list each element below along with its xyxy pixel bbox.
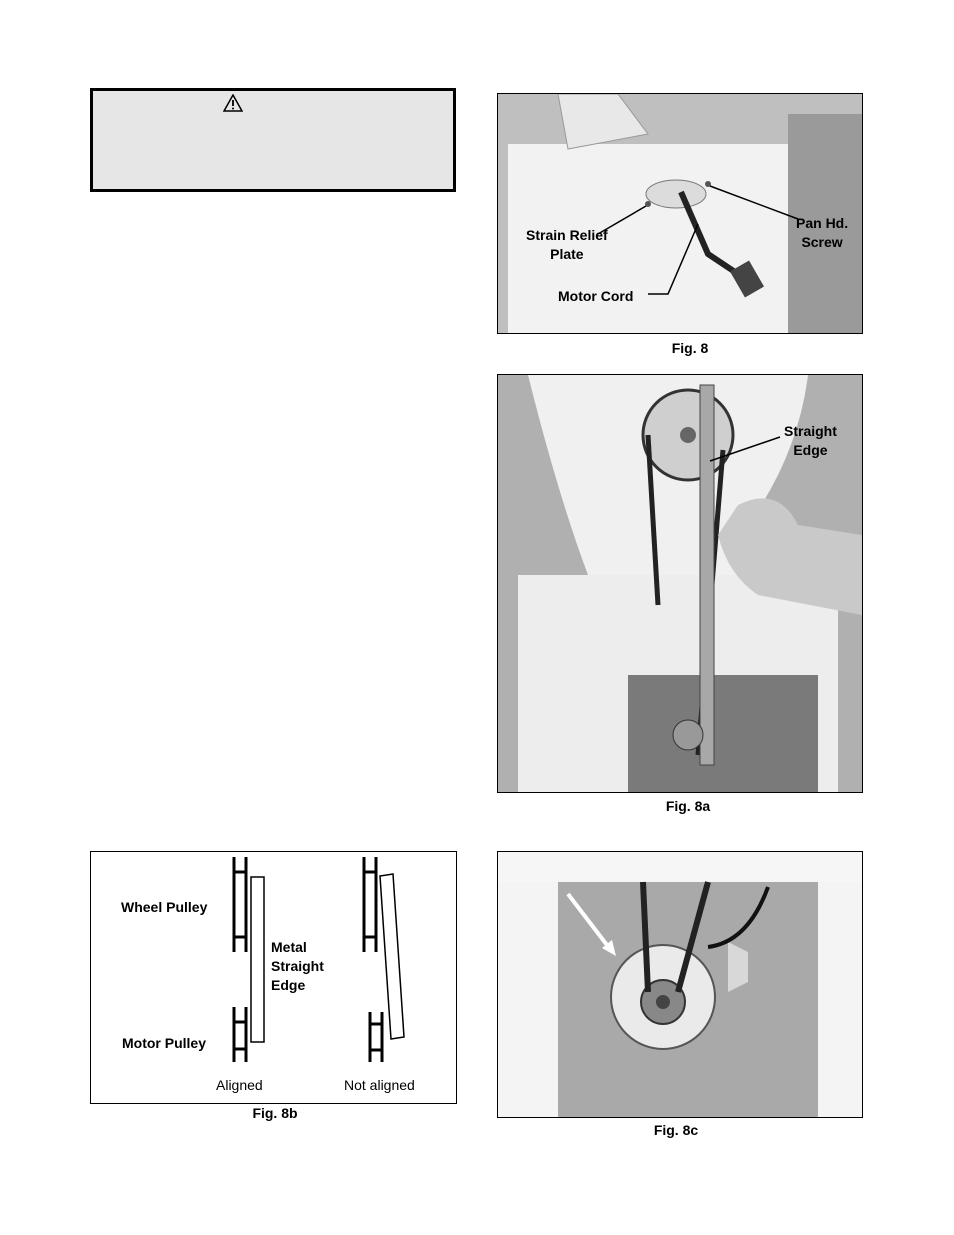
pan-hd-screw-label: Pan Hd. Screw: [796, 215, 849, 250]
fig8-photo: Strain Relief Plate Pan Hd. Screw Motor …: [497, 93, 863, 334]
fig8-image: [498, 94, 862, 333]
aligned-straight-edge: [250, 876, 265, 1043]
not-aligned-label: Not aligned: [344, 1077, 415, 1093]
fig8a-image: [498, 375, 862, 792]
motor-pulley-label: Motor Pulley: [122, 1035, 207, 1051]
aligned-wheel-pulley: [232, 857, 248, 952]
strain-relief-label: Strain Relief Plate: [526, 227, 608, 262]
straight-edge-label: Straight Edge: [784, 423, 837, 458]
aligned-motor-pulley: [232, 1007, 248, 1062]
pulley-alignment-drawing: [232, 857, 405, 1062]
fig8c-photo: [497, 851, 863, 1118]
warning-triangle-icon: [223, 94, 243, 112]
not-aligned-motor-pulley: [368, 1012, 384, 1062]
wheel-pulley-label: Wheel Pulley: [121, 899, 208, 915]
fig8a-photo: Straight Edge: [497, 374, 863, 793]
warning-box: [90, 88, 456, 192]
metal-straight-edge-label: Metal Straight Edge: [271, 939, 324, 993]
fig8a-caption: Fig. 8a: [665, 798, 711, 814]
fig8b-caption: Fig. 8b: [252, 1105, 298, 1121]
not-aligned-wheel-pulley: [362, 857, 378, 952]
aligned-label: Aligned: [216, 1077, 263, 1093]
not-aligned-straight-edge: [379, 873, 405, 1040]
motor-cord-label: Motor Cord: [558, 288, 634, 304]
fig8c-caption: Fig. 8c: [653, 1122, 699, 1138]
fig8-caption: Fig. 8: [671, 340, 709, 356]
fig8b-diagram: Wheel Pulley Motor Pulley Metal Straight…: [90, 851, 457, 1104]
fig8c-image: [498, 852, 862, 1117]
